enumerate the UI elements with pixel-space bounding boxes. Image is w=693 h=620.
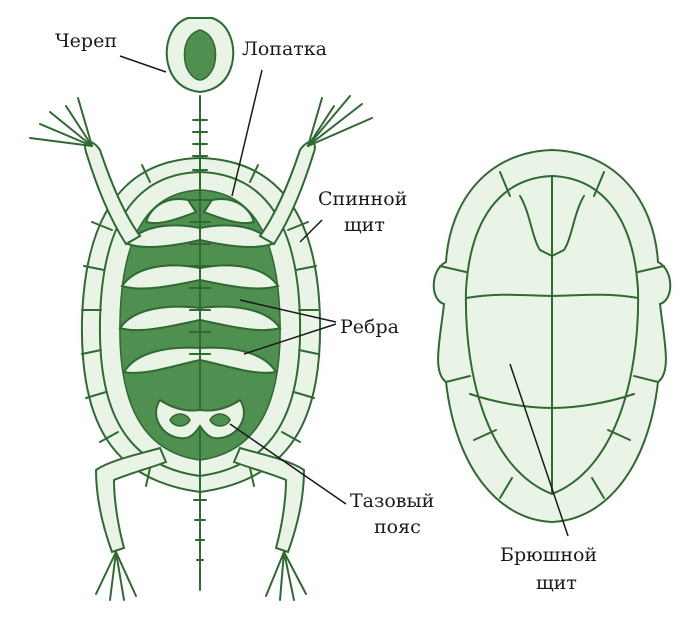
skeleton-figure xyxy=(30,18,372,600)
label-plastron-line2: щит xyxy=(536,572,577,594)
hindfoot-right xyxy=(266,552,306,600)
hindleg-right xyxy=(234,448,304,552)
label-pelvis-line1: Тазовый xyxy=(350,490,434,512)
label-pelvis-line2: пояс xyxy=(374,516,421,538)
leader-skull xyxy=(120,56,166,72)
label-scapula: Лопатка xyxy=(242,38,327,60)
label-carapace-line1: Спинной xyxy=(318,188,407,210)
label-carapace-line2: щит xyxy=(344,214,385,236)
label-skull: Череп xyxy=(55,30,117,52)
forefoot-right xyxy=(308,96,372,146)
label-ribs: Ребра xyxy=(340,316,399,338)
hindfoot-left xyxy=(96,552,136,600)
hindleg-left xyxy=(96,448,166,552)
plastron-figure xyxy=(434,150,671,522)
skull-detail xyxy=(185,30,216,80)
label-plastron-line1: Брюшной xyxy=(500,544,597,566)
forefoot-left xyxy=(30,98,92,146)
